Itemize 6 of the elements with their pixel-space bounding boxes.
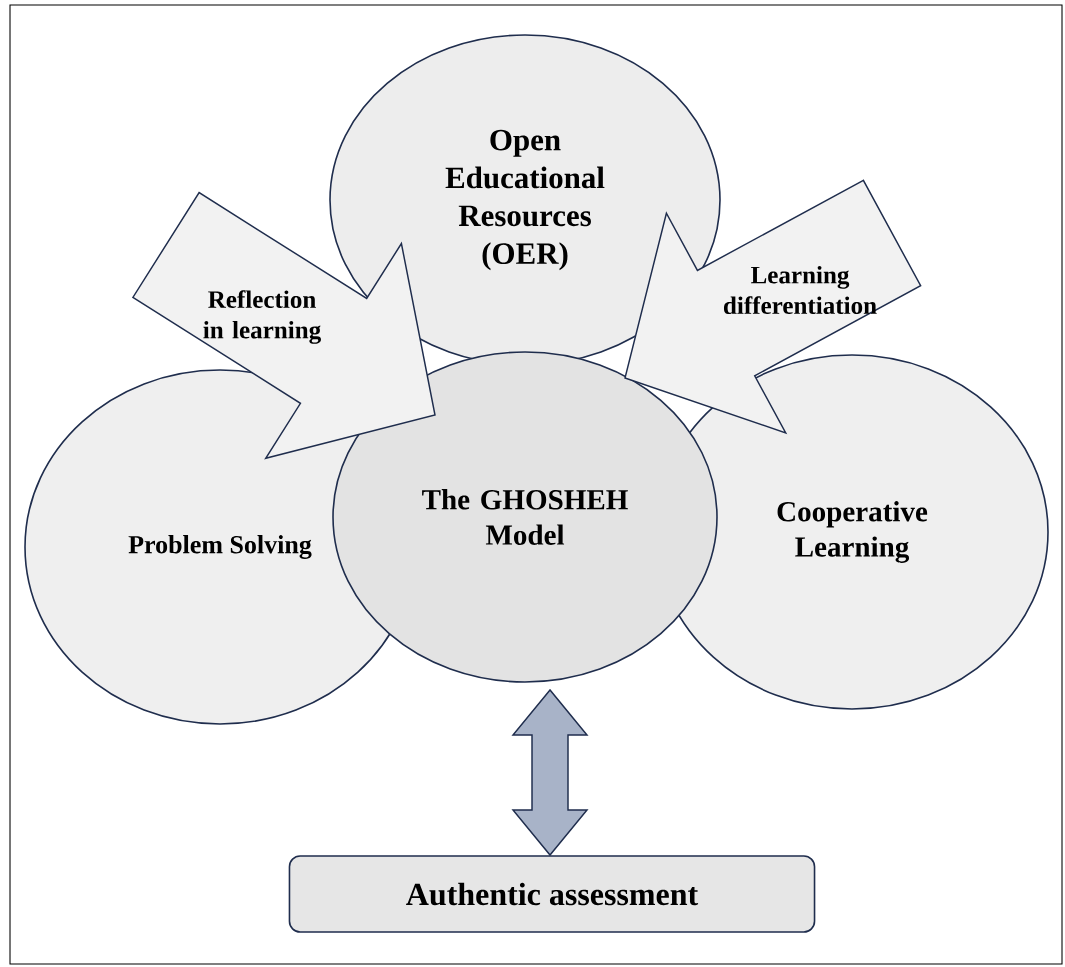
circle-node: The GHOSHEH Model bbox=[332, 351, 718, 683]
block-arrow bbox=[624, 179, 922, 435]
edge-label: Learning differentiation bbox=[724, 265, 877, 315]
circle-node: Open Educational Resources (OER) bbox=[329, 34, 721, 366]
rounded-box: Authentic assessment bbox=[288, 855, 816, 933]
edge-label: Reflection in learning bbox=[203, 290, 321, 344]
